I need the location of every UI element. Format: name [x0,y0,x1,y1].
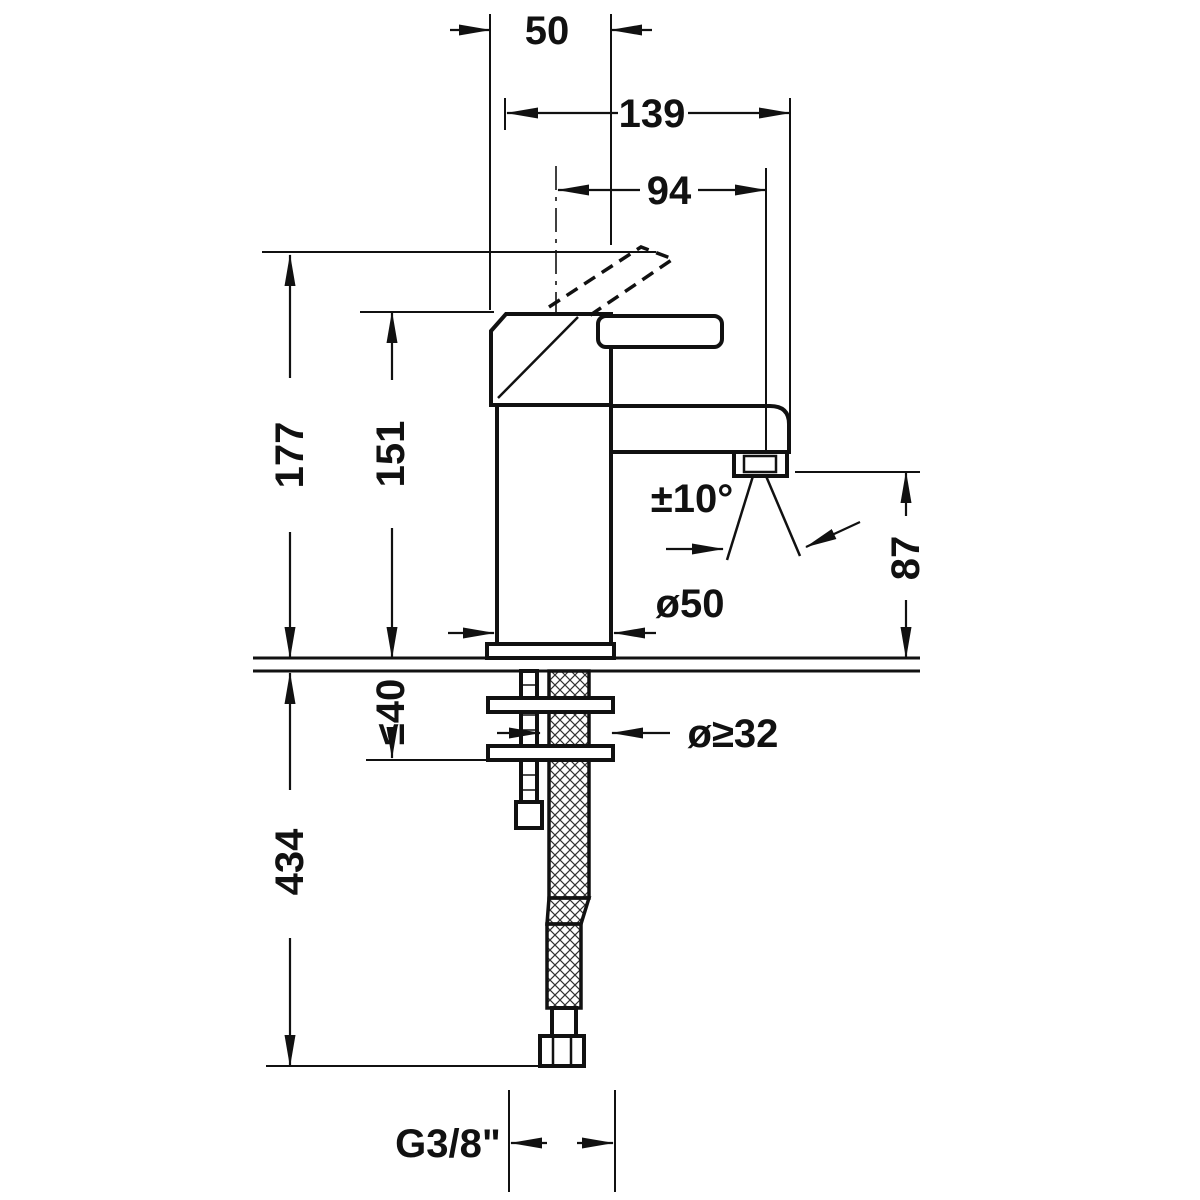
dimension-434-label: 434 [268,828,312,895]
dimension-87: 87 [884,471,928,659]
faucet-body [495,403,613,646]
water-stream-right [764,475,802,557]
supply-hose-lower [545,922,583,1010]
mounting-thickness-label: ≤40 [369,679,413,745]
dimension-434: 434 [268,672,312,1067]
mounting-thickness-annotation: ≤40 [369,679,413,759]
dimension-151: 151 [369,311,413,659]
spout [609,404,791,454]
angle-annotation: ±10° [651,477,861,555]
supply-hose-kink [545,896,592,926]
lever-handle [596,314,724,349]
thread-label: G3/8" [395,1122,501,1166]
dimensions: 50 139 94 177 151 87 [268,9,928,1166]
base-plate [485,642,616,660]
hose-connector [550,1006,578,1038]
lever-handle-raised-dashed [548,245,677,318]
mixer-head-seam [497,316,579,399]
mounting-washer-upper [486,696,615,714]
diameter-50-label: ø50 [656,582,725,626]
dimension-87-label: 87 [884,536,928,581]
water-stream-left [725,475,755,561]
threaded-rod-foot [514,800,544,830]
dimension-139: 139 [506,92,791,136]
dimension-139-label: 139 [619,92,686,136]
hose-end-nut-facets [551,1036,573,1066]
dimension-94: 94 [557,169,767,213]
dimension-94-label: 94 [647,169,692,213]
dimension-50-label: 50 [525,9,570,53]
faucet-object [253,245,920,1068]
hole-diameter-annotation: ø≥32 [497,712,778,756]
dimension-151-label: 151 [369,421,413,488]
diameter-50-annotation: ø50 [448,582,725,639]
extension-lines [262,14,920,1192]
angle-label: ±10° [651,477,733,521]
threaded-rod [519,669,539,804]
dimension-177: 177 [268,254,312,659]
thread-annotation: G3/8" [395,1122,614,1166]
dimension-50: 50 [450,9,652,53]
hole-diameter-label: ø≥32 [688,712,779,756]
dimension-177-label: 177 [268,422,312,489]
hose-end-nut [538,1034,586,1068]
mixer-head [489,312,613,407]
aerator-outlet [742,454,778,474]
mounting-washer-lower [486,744,615,762]
